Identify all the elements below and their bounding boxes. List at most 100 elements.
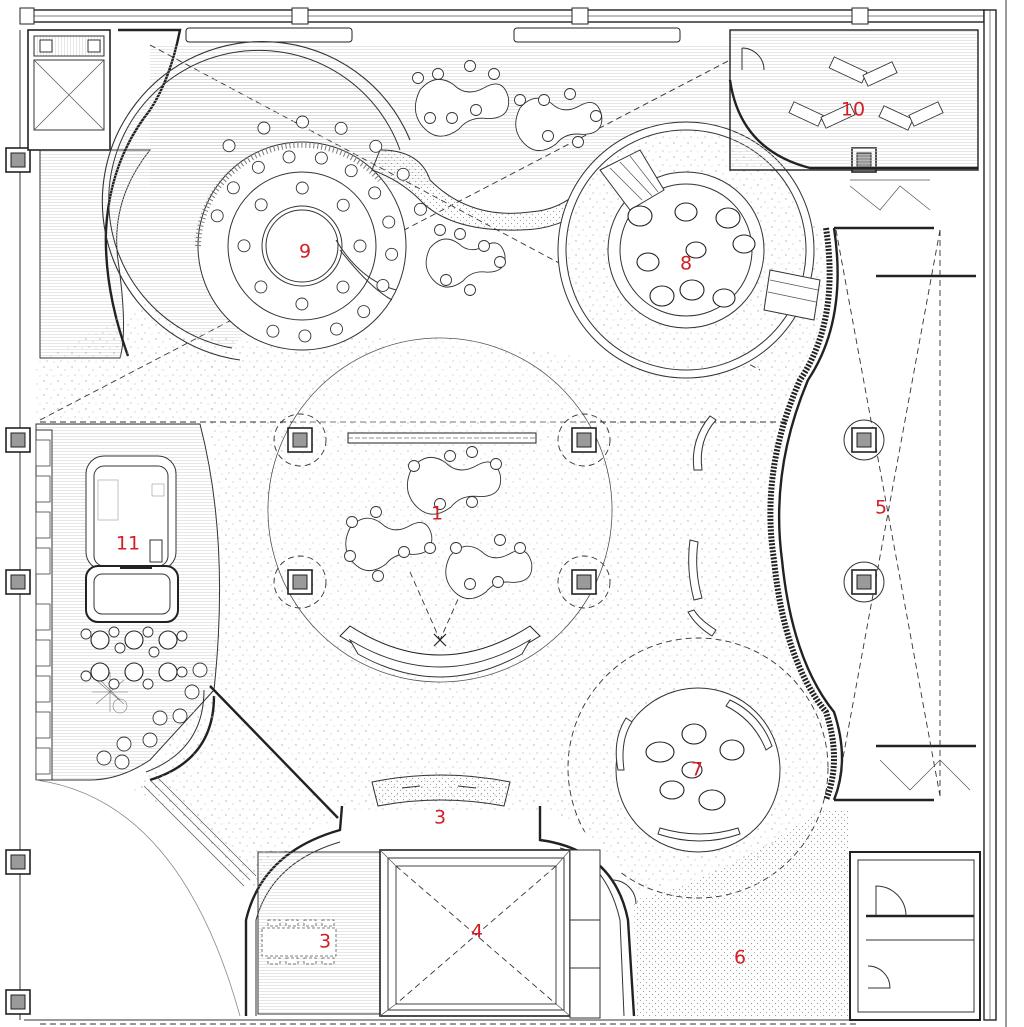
stool (142, 678, 154, 690)
east-benches (687, 415, 717, 637)
stool (492, 576, 504, 588)
stool (538, 94, 550, 106)
oval-table (712, 288, 736, 308)
stool (282, 150, 296, 164)
oval-table (715, 207, 741, 229)
room-label-4: 4 (471, 921, 483, 943)
stool (466, 496, 478, 508)
lounge-chair (142, 732, 158, 748)
lounge-chair (192, 662, 208, 678)
stool (210, 209, 224, 223)
seating (80, 60, 756, 811)
stool (370, 506, 382, 518)
room-label-11: 11 (116, 533, 140, 555)
zone-11-bar (35, 423, 340, 892)
stool (336, 198, 350, 212)
stool (396, 167, 410, 181)
room-label-5: 5 (875, 497, 887, 519)
lounge-chair (152, 710, 168, 726)
stool (330, 322, 343, 336)
stool (369, 139, 383, 153)
stool (368, 186, 382, 200)
lounge-sofa (425, 238, 506, 288)
round-table (158, 630, 178, 650)
stool (408, 460, 420, 472)
building-shell (19, 0, 1007, 1027)
stool (251, 160, 265, 174)
round-table (90, 630, 110, 650)
stool (385, 247, 399, 261)
top-left-core (27, 29, 111, 151)
oval-table (732, 234, 756, 254)
lounge-chair (172, 708, 188, 724)
oval-table (674, 202, 698, 222)
stool (382, 215, 396, 229)
stool (398, 546, 410, 558)
south-block (244, 805, 637, 1019)
oval-table (645, 741, 675, 763)
lounge-sofa (415, 78, 510, 137)
stool (176, 666, 188, 678)
stool (254, 198, 268, 212)
stool (376, 279, 390, 292)
stool (514, 94, 526, 106)
oval-table (679, 279, 705, 301)
round-table (158, 662, 178, 682)
stool (590, 110, 602, 122)
stool (542, 130, 554, 142)
stool (450, 542, 462, 554)
room-labels: 1 3 3 4 5 6 7 8 9 10 11 (116, 99, 887, 969)
stool (444, 450, 456, 462)
stool (572, 136, 584, 148)
round-table (124, 662, 144, 682)
oval-table (698, 789, 726, 811)
room-label-3-bar: 3 (434, 807, 446, 829)
oval-table (636, 252, 660, 272)
room-label-10: 10 (841, 99, 865, 121)
round-table (124, 630, 144, 650)
round-table (90, 662, 110, 682)
oval-table (627, 205, 653, 227)
zone-10-lounge (728, 29, 979, 171)
stool (494, 256, 506, 268)
lounge-chair (114, 754, 130, 770)
stool (412, 72, 424, 84)
stool (494, 534, 506, 546)
stool (434, 224, 446, 236)
stool (344, 164, 358, 178)
stool (424, 542, 436, 554)
oval-table (649, 285, 675, 307)
stool (464, 578, 476, 590)
stool (414, 202, 427, 216)
zone-5-room (767, 179, 978, 802)
stool (344, 550, 356, 562)
lounge-sofa (515, 97, 603, 152)
room-label-7: 7 (691, 759, 703, 781)
room-label-1: 1 (431, 503, 443, 525)
stool (478, 240, 490, 252)
stool (254, 280, 268, 294)
stool (148, 646, 160, 658)
stool (314, 151, 328, 165)
stool (114, 642, 126, 654)
stool (295, 181, 309, 195)
southwest-curve (35, 779, 241, 1017)
stool (176, 630, 188, 642)
stool (466, 446, 478, 458)
stool (336, 280, 350, 294)
room-label-6: 6 (734, 947, 746, 969)
oval-table (685, 241, 707, 259)
stool (514, 542, 526, 554)
stool (464, 284, 476, 296)
stool (298, 329, 312, 343)
room-label-9: 9 (299, 241, 311, 263)
interior-columns (273, 413, 885, 609)
room-label-3-meeting: 3 (319, 931, 331, 953)
stool (454, 228, 466, 240)
stool (564, 88, 576, 100)
oval-table (681, 761, 703, 779)
lounge-chair (184, 684, 200, 700)
stool (434, 498, 446, 510)
stool (80, 670, 92, 682)
